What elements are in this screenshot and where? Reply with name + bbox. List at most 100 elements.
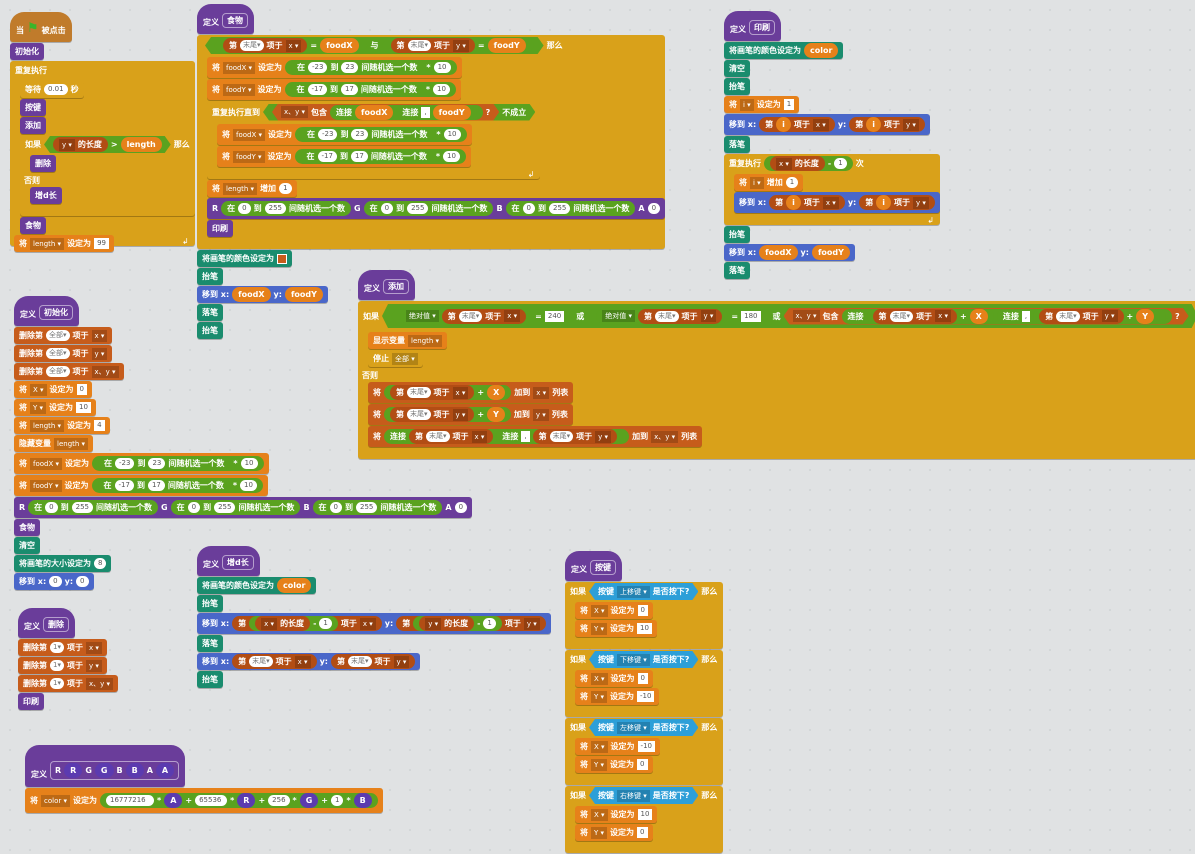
list-dropdown[interactable]: y [425,617,442,630]
if-key-pressed-block[interactable]: 如果按键右移键是否按下?那么 将X设定为10 将Y设定为0 [565,786,723,853]
pen-up-block[interactable]: 抬笔 [724,226,750,243]
variable-dropdown[interactable]: color [41,794,70,807]
if-key-pressed-block[interactable]: 如果按键左移键是否按下?那么 将X设定为-10 将Y设定为0 [565,718,723,785]
variable-dropdown[interactable]: Y [591,622,608,635]
join-block[interactable]: 连接,第末尾项于y [496,429,624,444]
list-dropdown[interactable]: x [812,118,829,131]
item-of-list[interactable]: 第末尾项于x [409,429,494,444]
set-Y-block[interactable]: 将Y设定为-10 [575,688,660,705]
factor-input[interactable]: 10 [443,129,461,140]
call-food[interactable]: 食物 [20,217,46,234]
value-input[interactable]: 4 [94,420,105,431]
pen-up-block[interactable]: 抬笔 [724,78,750,95]
call-food[interactable]: 食物 [14,519,40,536]
key-dropdown[interactable]: 上移键 [617,586,650,598]
param-B[interactable]: B [353,793,372,808]
join-block[interactable]: 连接,第末尾项于y+Y [997,309,1166,324]
variable-dropdown[interactable]: X [30,383,47,396]
call-add[interactable]: 添加 [20,117,46,134]
variable-dropdown[interactable]: foodX [223,61,256,74]
length-of-list[interactable]: y的长度 [53,137,108,152]
sep-input[interactable]: , [521,431,530,442]
if-else-block[interactable]: 如果 y的长度>length 那么 删除 否则 增d长 [20,135,195,216]
abs-block[interactable]: 绝对值第末尾项于y [596,309,728,324]
stop-block[interactable]: 停止全部 [368,350,423,367]
from-input[interactable]: 0 [238,203,251,214]
index-dropdown[interactable]: 末尾 [1056,311,1080,322]
key-pressed-condition[interactable]: 按键右移键是否按下? [589,787,698,804]
variable-dropdown[interactable]: i [740,98,754,111]
key-pressed-condition[interactable]: 按键上移键是否按下? [589,583,698,600]
set-Y-block[interactable]: 将Y设定为0 [575,824,653,841]
list-dropdown[interactable]: x、y [651,430,679,443]
func-dropdown[interactable]: 绝对值 [406,310,439,322]
if-else-block[interactable]: 如果 绝对值第末尾项于x=240 或 绝对值第末尾项于y=180 或 x、y包含… [358,301,1195,459]
list-dropdown[interactable]: x、y [281,106,308,118]
variable-dropdown[interactable]: length [30,419,65,432]
sep-input[interactable]: , [421,107,429,118]
alpha-input[interactable]: 0 [647,203,661,214]
from-input[interactable]: -23 [115,458,135,469]
const-input[interactable]: 65536 [195,795,228,806]
plus-block[interactable]: 第末尾项于y+Y [1033,309,1160,324]
y-input[interactable]: 0 [76,576,89,587]
factor-input[interactable]: 10 [240,458,258,469]
list-dropdown[interactable]: y [59,139,75,151]
item-of-list[interactable]: 第末尾项于x [232,654,317,669]
item-of-list[interactable]: 第末尾项于x [390,385,475,400]
index-dropdown[interactable]: 末尾 [655,311,679,322]
list-dropdown[interactable]: y [912,196,929,209]
index-dropdown[interactable]: 末尾 [348,656,372,667]
index-dropdown[interactable]: 1 [50,660,64,671]
item-of-list[interactable]: 第末尾项于y [638,309,722,324]
or-condition[interactable]: 绝对值第末尾项于x=240 或 绝对值第末尾项于y=180 或 x、y包含连接第… [382,304,1195,328]
variable-dropdown[interactable]: foodY [30,479,62,492]
index-dropdown[interactable]: 全部 [46,348,70,359]
from-input[interactable]: -23 [308,62,328,73]
length-of-list[interactable]: y的长度 [419,616,475,631]
define-hat[interactable]: 定义增d长 [197,546,260,576]
variable-dropdown[interactable]: Y [30,401,47,414]
value-input[interactable]: -10 [637,741,655,752]
index-dropdown[interactable]: 1 [50,642,64,653]
foodY-var[interactable]: foodY [284,287,323,302]
value-input[interactable]: 1 [834,158,847,169]
add-to-list-block[interactable]: 将连接第末尾项于x连接,第末尾项于y加到x、y列表 [368,426,703,447]
value-input[interactable]: 0 [637,673,649,684]
subtract-block[interactable]: x的长度-1 [249,616,338,631]
func-dropdown[interactable]: 绝对值 [602,310,635,322]
list-dropdown[interactable]: x [85,641,102,654]
index-dropdown[interactable]: 末尾 [407,387,431,398]
index-dropdown[interactable]: 末尾 [549,431,574,442]
variable-dropdown[interactable]: i [750,176,764,189]
X-var[interactable]: X [970,309,988,324]
list-dropdown[interactable]: x [91,329,108,342]
delete-of-list-block[interactable]: 删除第1项于x [18,639,107,656]
list-dropdown[interactable]: x [294,655,311,668]
size-input[interactable]: 8 [94,558,107,569]
const-input[interactable]: 1 [331,795,344,806]
variable-dropdown[interactable]: Y [591,826,608,839]
from-input[interactable]: 0 [522,203,536,214]
plus-block[interactable]: 第末尾项于x+X [384,385,512,400]
index-dropdown[interactable]: 全部 [46,366,70,377]
from-input[interactable]: -23 [318,129,338,140]
from-input[interactable]: 0 [187,502,201,513]
list-dropdown[interactable]: y [452,408,469,421]
subtract-block[interactable]: x的长度-1 [764,156,853,171]
variable-dropdown[interactable]: length [408,334,443,347]
value-input[interactable]: -10 [637,691,655,702]
